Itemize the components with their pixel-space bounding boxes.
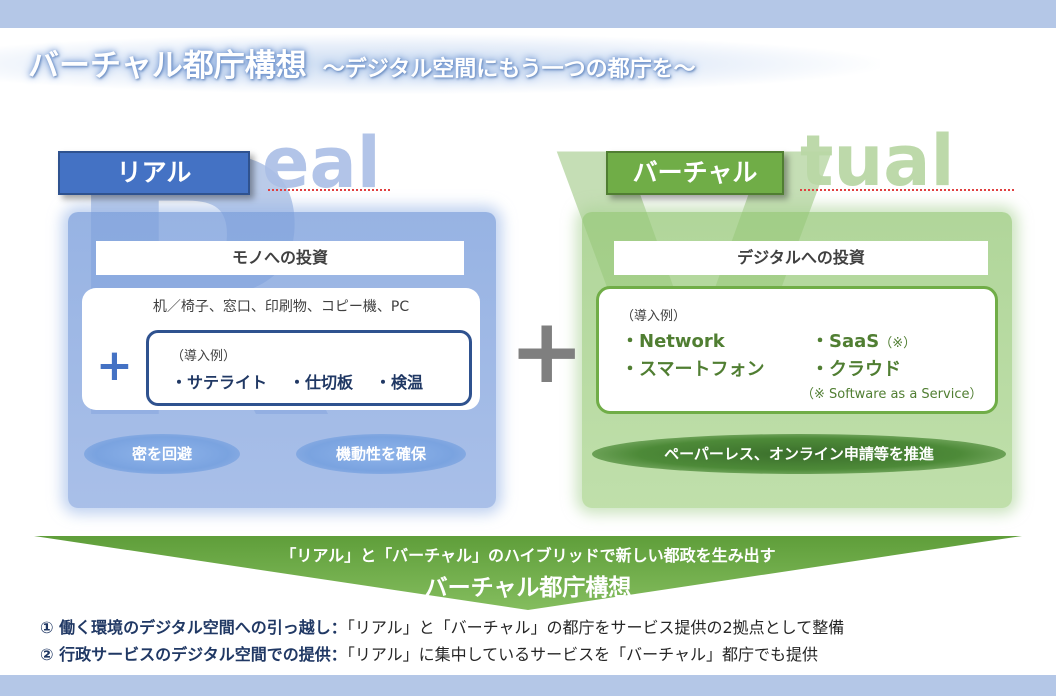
watermark-tual: tual xyxy=(800,120,955,202)
example-label: （導入例） xyxy=(621,309,687,324)
spellcheck-underline xyxy=(800,186,1014,191)
summary-line2: バーチャル都庁構想 xyxy=(424,575,632,601)
virtual-tag: バーチャル xyxy=(606,151,784,195)
point-1: ① 働く環境のデジタル空間への引っ越し：「リアル」と「バーチャル」の都庁をサービ… xyxy=(40,614,844,638)
summary-line1: 「リアル」と「バーチャル」のハイブリッドで新しい都政を生み出す xyxy=(280,546,776,565)
title-sub: ～デジタル空間にもう一つの都庁を～ xyxy=(322,57,696,82)
real-example-row: ・サテライト ・仕切板 ・検温 xyxy=(171,369,445,393)
example-cloud: ・クラウド xyxy=(811,359,901,380)
virtual-heading: デジタルへの投資 xyxy=(614,241,988,275)
example-label: （導入例） xyxy=(171,349,237,364)
point-1-head: ① 働く環境のデジタル空間への引っ越し： xyxy=(40,618,347,637)
spellcheck-underline xyxy=(268,186,390,191)
title-main: バーチャル都庁構想 xyxy=(28,48,307,84)
real-tag: リアル xyxy=(58,151,250,195)
real-heading: モノへの投資 xyxy=(96,241,464,275)
example-network: ・Network xyxy=(621,331,725,352)
real-items: 机／椅子、窓口、印刷物、コピー機、PC xyxy=(152,299,410,315)
outcome-avoid-density: 密を回避 xyxy=(84,434,240,474)
example-item: ・検温 xyxy=(375,373,424,392)
example-smartphone: ・スマートフォン xyxy=(621,359,765,380)
top-band xyxy=(0,0,1056,28)
point-2: ② 行政サービスのデジタル空間での提供：「リアル」に集中しているサービスを「バー… xyxy=(40,641,818,665)
watermark-eal: eal xyxy=(262,122,381,204)
saas-note: （※ Software as a Service） xyxy=(801,387,983,402)
page-title: バーチャル都庁構想 ～デジタル空間にもう一つの都庁を～ xyxy=(28,40,696,85)
real-example-box: （導入例） ・サテライト ・仕切板 ・検温 xyxy=(146,330,472,406)
example-saas: ・SaaS（※） xyxy=(811,331,917,352)
point-1-text: 「リアル」と「バーチャル」の都庁をサービス提供の2拠点として整備 xyxy=(346,618,845,637)
bottom-band xyxy=(0,675,1056,696)
outcome-paperless: ペーパーレス、オンライン申請等を推進 xyxy=(592,434,1006,474)
point-2-head: ② 行政サービスのデジタル空間での提供： xyxy=(40,645,347,664)
outcome-mobility: 機動性を確保 xyxy=(296,434,466,474)
center-plus-icon: + xyxy=(509,299,585,404)
example-item: ・仕切板 xyxy=(289,373,354,392)
title-glow xyxy=(0,34,880,94)
virtual-example-box: （導入例） ・Network ・SaaS（※） ・スマートフォン ・クラウド （… xyxy=(596,286,998,414)
plus-icon: + xyxy=(96,340,133,391)
summary-funnel xyxy=(34,536,1022,610)
example-item: ・サテライト xyxy=(171,373,268,392)
saas-mark: （※） xyxy=(879,336,917,351)
point-2-text: 「リアル」に集中しているサービスを「バーチャル」都庁でも提供 xyxy=(346,645,819,664)
